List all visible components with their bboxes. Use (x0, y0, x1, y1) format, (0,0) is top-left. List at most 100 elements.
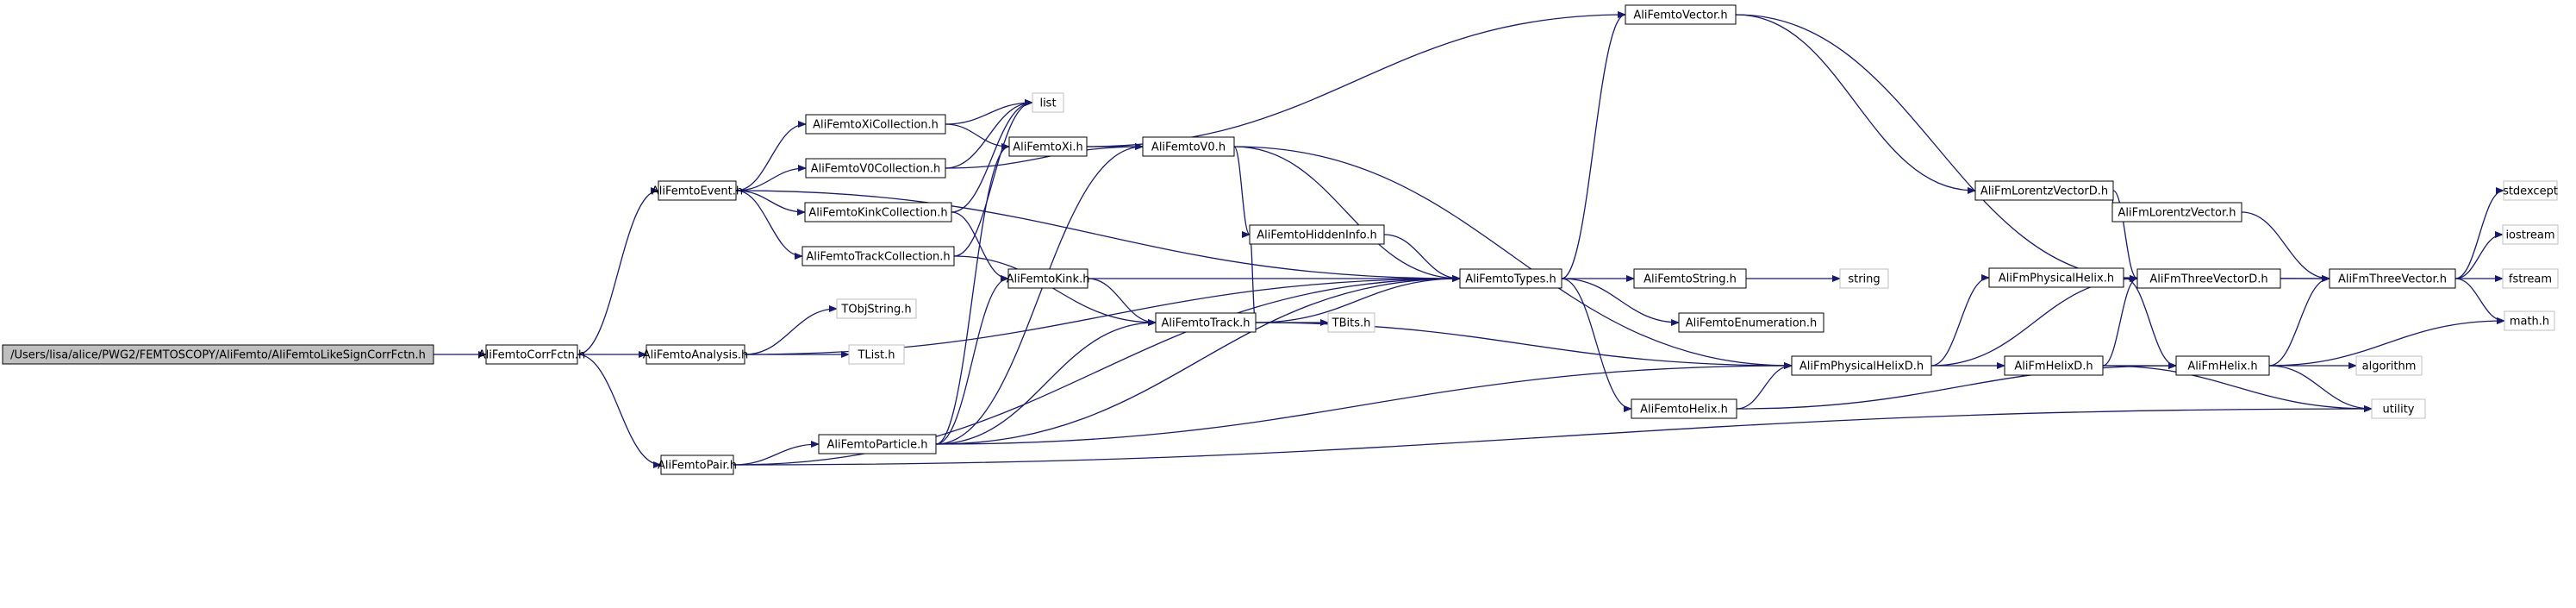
edge-trackcoll-to-list (953, 99, 1033, 257)
node-label: AliFemtoXiCollection.h (813, 119, 939, 132)
edge-three-to-iostream (2454, 231, 2504, 279)
node-fmhelix[interactable]: AliFmHelix.h (2175, 355, 2270, 376)
edge-analysis-to-tobjstring (744, 305, 838, 355)
node-box (2, 344, 434, 365)
node-box (1791, 355, 1932, 376)
node-string: string (1839, 268, 1889, 289)
node-types[interactable]: AliFemtoTypes.h (1459, 268, 1562, 289)
node-box (2503, 180, 2558, 201)
node-box (485, 344, 578, 365)
node-corrfctn[interactable]: AliFemtoCorrFctn.h (478, 344, 585, 365)
node-box (1249, 224, 1385, 245)
node-label: iostream (2505, 229, 2554, 242)
node-label: AliFemtoPair.h (658, 460, 737, 473)
node-label: AliFmPhysicalHelixD.h (1799, 360, 1924, 373)
node-kinkcoll[interactable]: AliFemtoKinkCollection.h (804, 202, 952, 223)
node-box (1633, 268, 1747, 289)
edge-particle-to-types (935, 275, 1461, 445)
node-label: AliFmLorentzVectorD.h (1980, 185, 2108, 198)
node-particle[interactable]: AliFemtoParticle.h (818, 434, 937, 454)
node-hidden[interactable]: AliFemtoHiddenInfo.h (1249, 224, 1385, 245)
node-box (1625, 4, 1737, 25)
node-kink[interactable]: AliFemtoKink.h (1007, 268, 1090, 289)
node-box (818, 434, 937, 454)
edge-v0-to-hidden (1233, 146, 1251, 238)
node-event[interactable]: AliFemtoEvent.h (652, 180, 743, 201)
node-label: TBits.h (1332, 317, 1371, 330)
node-box (658, 180, 737, 201)
node-label: AliFemtoV0Collection.h (811, 163, 940, 176)
node-label: AliFemtoTrackCollection.h (806, 251, 950, 264)
edge-v0-to-physhelixd (1233, 146, 1793, 369)
node-xi[interactable]: AliFemtoXi.h (1008, 136, 1088, 157)
edge-corrfctn-to-pair (577, 354, 662, 468)
node-trackcoll[interactable]: AliFemtoTrackCollection.h (801, 246, 955, 266)
node-label: AliFemtoHelix.h (1640, 404, 1728, 417)
node-box (2004, 355, 2104, 376)
edge-physhelixd-to-threed (1930, 275, 2138, 367)
edge-types-to-helix (1561, 278, 1632, 412)
node-box (1032, 92, 1064, 113)
node-label: AliFemtoKinkCollection.h (808, 207, 947, 220)
edge-corrfctn-to-event (577, 187, 659, 355)
edge-v0coll-to-v0 (945, 143, 1144, 169)
node-string_h[interactable]: AliFemtoString.h (1633, 268, 1747, 289)
edge-particle-to-physhelixd (935, 362, 1793, 445)
edge-lorentz-to-three (2241, 211, 2330, 282)
edge-helixd-to-threed (2102, 275, 2138, 367)
edge-three-to-stdexcept (2454, 187, 2504, 279)
node-xicoll[interactable]: AliFemtoXiCollection.h (805, 114, 946, 135)
edge-particle-to-xi (935, 143, 1010, 445)
node-label: fstream (2509, 273, 2552, 286)
node-label: AliFmThreeVectorD.h (2149, 273, 2267, 286)
node-label: stdexcept (2503, 185, 2558, 198)
node-label: AliFemtoEvent.h (652, 185, 743, 198)
edge-event-to-v0coll (735, 165, 807, 191)
node-box (1974, 180, 2114, 201)
node-box (2504, 310, 2555, 331)
node-threed[interactable]: AliFmThreeVectorD.h (2136, 268, 2281, 289)
node-v0coll[interactable]: AliFemtoV0Collection.h (805, 158, 946, 179)
node-box (646, 344, 745, 365)
node-physhelix[interactable]: AliFmPhysicalHelix.h (1988, 267, 2124, 288)
node-label: utility (2383, 404, 2415, 417)
node-label: /Users/lisa/alice/PWG2/FEMTOSCOPY/AliFem… (10, 349, 426, 362)
node-label: AliFmThreeVector.h (2338, 273, 2447, 286)
node-lorentzd[interactable]: AliFmLorentzVectorD.h (1974, 180, 2114, 201)
edge-types-to-enum (1561, 278, 1680, 326)
edge-kink-to-track (1087, 278, 1157, 326)
edge-fmhelix-to-three (2268, 275, 2330, 367)
edge-track-to-types (1255, 275, 1461, 323)
node-enum[interactable]: AliFemtoEnumeration.h (1678, 312, 1824, 333)
node-box (1988, 267, 2124, 288)
node-layer: /Users/lisa/alice/PWG2/FEMTOSCOPY/AliFem… (2, 4, 2559, 475)
node-helixd[interactable]: AliFmHelixD.h (2004, 355, 2104, 376)
edge-trackcoll-to-track (953, 255, 1157, 326)
node-three[interactable]: AliFmThreeVector.h (2329, 268, 2456, 289)
node-box (1327, 312, 1375, 333)
node-physhelixd[interactable]: AliFmPhysicalHelixD.h (1791, 355, 1932, 376)
node-analysis[interactable]: AliFemtoAnalysis.h (643, 344, 749, 365)
edge-event-to-xicoll (735, 121, 807, 191)
node-label: AliFemtoString.h (1644, 273, 1737, 286)
node-pair[interactable]: AliFemtoPair.h (658, 454, 737, 475)
node-label: AliFmHelixD.h (2014, 360, 2093, 373)
node-label: math.h (2510, 316, 2549, 329)
node-lorentz[interactable]: AliFmLorentzVector.h (2111, 202, 2242, 223)
edge-xi-to-vector (1086, 11, 1626, 147)
node-root: /Users/lisa/alice/PWG2/FEMTOSCOPY/AliFem… (2, 344, 434, 365)
node-v0[interactable]: AliFemtoV0.h (1142, 136, 1235, 157)
node-box (1839, 268, 1889, 289)
node-label: AliFmPhysicalHelix.h (1999, 273, 2114, 285)
node-track[interactable]: AliFemtoTrack.h (1155, 312, 1257, 333)
node-label: AliFemtoV0.h (1151, 141, 1226, 154)
node-label: AliFmLorentzVector.h (2118, 207, 2236, 220)
node-box (2355, 355, 2423, 376)
node-vector[interactable]: AliFemtoVector.h (1625, 4, 1737, 25)
node-box (1155, 312, 1257, 333)
node-helix[interactable]: AliFemtoHelix.h (1631, 398, 1737, 419)
node-label: AliFemtoTypes.h (1465, 273, 1556, 286)
node-fstream: fstream (2502, 268, 2559, 289)
node-label: AliFemtoEnumeration.h (1686, 317, 1818, 330)
edge-v0coll-to-list (945, 99, 1033, 169)
